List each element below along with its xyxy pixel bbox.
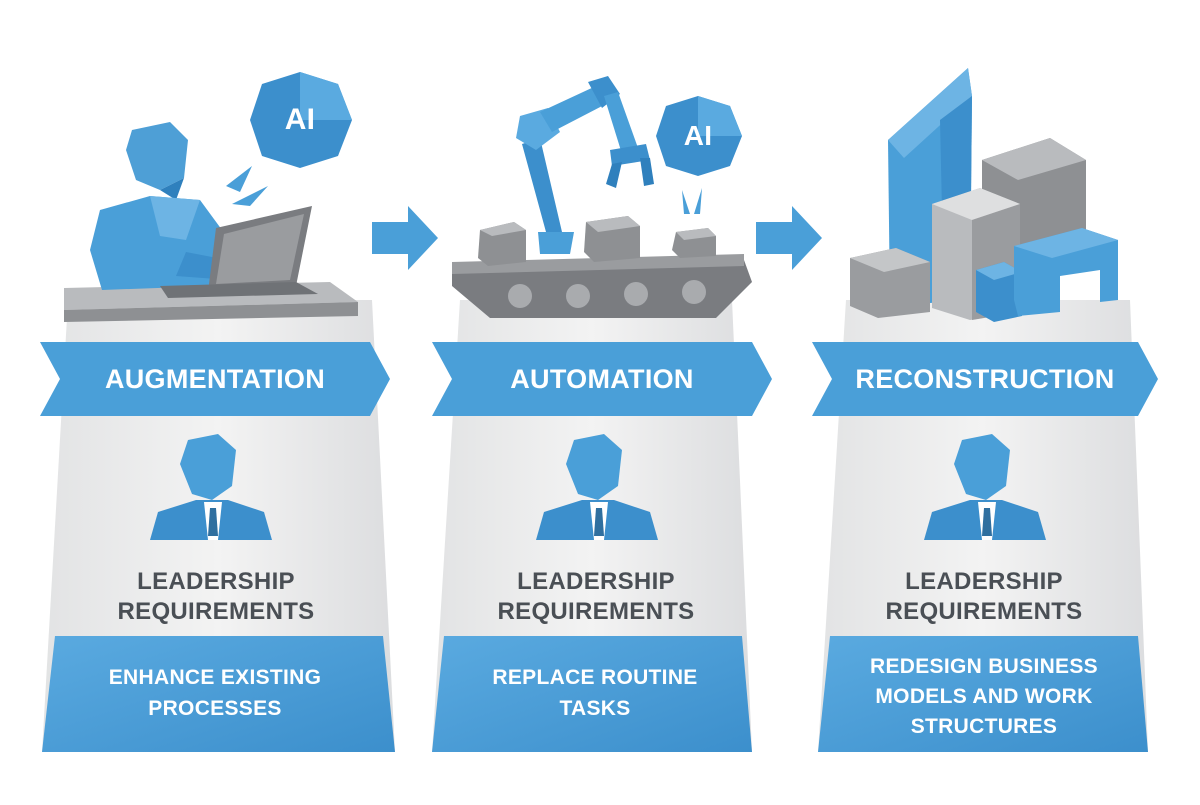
- block-icon: [584, 216, 640, 262]
- leadership-line-1: LEADERSHIP: [137, 568, 295, 595]
- leader-icon: [150, 434, 272, 540]
- description-line: PROCESSES: [148, 697, 282, 720]
- block-icon: [672, 228, 716, 258]
- stage-automation: [432, 76, 772, 752]
- ai-badge-facet: [300, 72, 352, 120]
- speech-mark-icon: [682, 190, 690, 214]
- stage-augmentation: [40, 72, 395, 752]
- ribbon-augmentation: [40, 342, 390, 416]
- leadership-line-1: LEADERSHIP: [517, 568, 675, 595]
- speech-mark-icon: [694, 188, 702, 214]
- ribbon-reconstruction: [812, 342, 1158, 416]
- stage-title-reconstruction: RECONSTRUCTION: [855, 364, 1115, 394]
- stage-reconstruction: [812, 68, 1158, 752]
- leader-icon: [924, 434, 1046, 540]
- description-line: TASKS: [559, 697, 631, 720]
- conveyor-icon: [452, 254, 752, 318]
- arrow-right-icon: [372, 206, 438, 270]
- speech-mark-icon: [232, 186, 268, 206]
- robot-arm-icon: [516, 76, 654, 254]
- ai-badge-facet: [698, 96, 742, 136]
- laptop-icon: [160, 206, 318, 298]
- leadership-line-1: LEADERSHIP: [905, 568, 1063, 595]
- leadership-line-2: REQUIREMENTS: [117, 598, 315, 625]
- description-line: ENHANCE EXISTING: [108, 666, 322, 689]
- ai-badge-label: AI: [683, 120, 713, 151]
- description-line: STRUCTURES: [910, 715, 1058, 738]
- speech-mark-icon: [226, 166, 252, 192]
- stage-title-automation: AUTOMATION: [510, 364, 694, 394]
- block-icon: [478, 222, 526, 266]
- arrow-right-icon: [756, 206, 822, 270]
- block-icon: [1014, 228, 1118, 316]
- leadership-line-2: REQUIREMENTS: [885, 598, 1083, 625]
- desc-band-reconstruction: [818, 636, 1148, 752]
- ribbon-automation: [432, 342, 772, 416]
- description-line: REDESIGN BUSINESS: [870, 655, 1098, 678]
- desc-band-augmentation: [42, 636, 395, 752]
- description-line: MODELS AND WORK: [875, 685, 1093, 708]
- block-icon: [850, 248, 930, 318]
- description-line: REPLACE ROUTINE: [492, 666, 698, 689]
- block-icon: [976, 262, 1022, 322]
- leadership-line-2: REQUIREMENTS: [497, 598, 695, 625]
- stage-title-augmentation: AUGMENTATION: [104, 364, 326, 394]
- leader-icon: [536, 434, 658, 540]
- desc-band-automation: [432, 636, 752, 752]
- ai-badge-label: AI: [284, 103, 316, 136]
